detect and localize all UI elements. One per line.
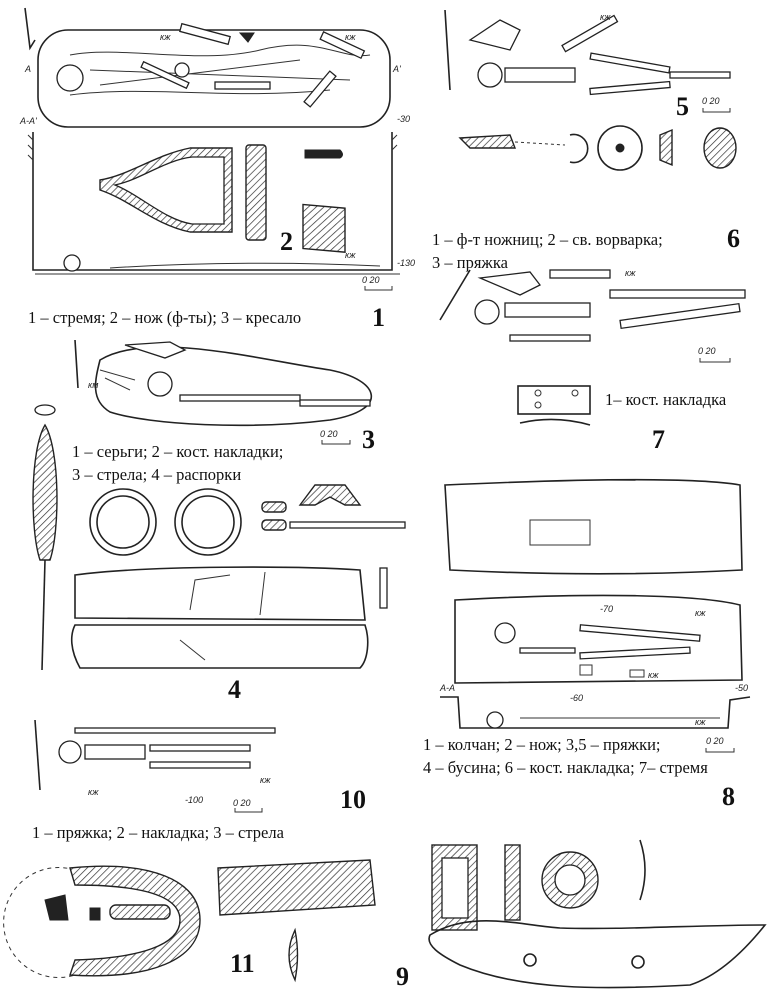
knife-blade <box>304 149 343 159</box>
plate-number-4: 4 <box>228 675 241 704</box>
scale-label: 0 20 <box>706 736 724 746</box>
plate-number-8: 8 <box>722 782 735 811</box>
plate-10-caption: 1 – пряжка; 2 – накладка; 3 – стрела <box>32 823 285 842</box>
plate-6-caption-line-2: 3 – пряжка <box>432 253 509 272</box>
label-kzh: кж <box>695 717 706 727</box>
plate-11-finds: 11 <box>3 859 376 983</box>
depth-label: -30 <box>397 114 410 124</box>
plate-7-caption: 1– кост. накладка <box>605 390 727 409</box>
scale-label: 0 20 <box>698 346 716 356</box>
plate-9-finds: 9 <box>396 839 767 991</box>
earring <box>89 488 157 556</box>
depth-label: -50 <box>735 683 748 693</box>
label-km: км <box>88 380 98 390</box>
label-kzh: кж <box>345 32 356 42</box>
plate-number-10: 10 <box>340 785 366 814</box>
scale-label: 0 20 <box>233 798 251 808</box>
flint-striker <box>302 203 346 253</box>
skull <box>56 64 84 92</box>
plate-number-6: 6 <box>727 224 740 253</box>
bone-plate <box>217 859 376 916</box>
plate-8-caption-line-2: 4 – бусина; 6 – кост. накладка; 7– стрем… <box>423 758 708 777</box>
buckle <box>703 127 737 169</box>
earring <box>174 488 242 556</box>
plate-1-grave: кж кж А А' А-А' -30 -130 кж 2 0 20 1 – с… <box>19 7 415 332</box>
arrowhead-drawing <box>32 423 58 561</box>
section-profile <box>32 132 393 271</box>
section-label: А-А' <box>19 116 37 126</box>
depth-label: -130 <box>397 258 415 268</box>
plate-1-caption: 1 – стремя; 2 – нож (ф-ты); 3 – кресало <box>28 308 301 327</box>
quiver-fitting <box>69 865 201 977</box>
skull-section <box>63 254 81 272</box>
bone-overlay-plate <box>517 385 591 415</box>
section-label: А-А <box>439 683 455 693</box>
plate-3-burial: км 0 20 3 1 – серьги; 2 – кост. накладки… <box>72 339 375 484</box>
label-kzh: кж <box>695 608 706 618</box>
plate-5-burial: кж 0 20 5 <box>444 9 731 121</box>
plate-6-caption-line-1: 1 – ф-т ножниц; 2 – св. ворварка; <box>432 230 663 249</box>
plate-number-5: 5 <box>676 92 689 121</box>
scale-label: 0 20 <box>702 96 720 106</box>
spindle-whorl <box>597 125 643 171</box>
label-kzh: кж <box>160 32 171 42</box>
scale-label: 0 20 <box>362 275 380 285</box>
label-kzh: кж <box>345 250 356 260</box>
label-kzh: кж <box>625 268 636 278</box>
plate-7-burial: кж 0 20 1– кост. накладка 7 <box>439 268 746 454</box>
grave-pit-plan <box>37 29 391 128</box>
label-kzh: кж <box>648 670 659 680</box>
label-a-prime: А' <box>392 64 401 74</box>
plate-number-2: 2 <box>280 227 293 256</box>
label-kzh: кж <box>260 775 271 785</box>
bone-plank <box>70 624 369 669</box>
plate-10-burial: кж кж -100 0 20 10 1 – пряжка; 2 – накла… <box>32 719 366 842</box>
scale-bar <box>364 286 393 291</box>
plate-8-grave: -70 кж кж А-А -60 -50 кж 1 – колчан; 2 –… <box>423 478 751 811</box>
label-kzh: кж <box>600 12 611 22</box>
plate-8-caption-line-1: 1 – колчан; 2 – нож; 3,5 – пряжки; <box>423 735 661 754</box>
depth-label: -100 <box>185 795 203 805</box>
plate-number-11: 11 <box>230 949 255 978</box>
plate-3-caption-line-1: 1 – серьги; 2 – кост. накладки; <box>72 442 283 461</box>
bone-spreader <box>428 920 767 989</box>
bone-plank <box>74 566 366 621</box>
plate-number-1: 1 <box>372 303 385 332</box>
depth-label: -60 <box>570 693 583 703</box>
plate-4-finds: 4 <box>32 404 406 704</box>
depth-label: -70 <box>600 604 613 614</box>
plate-number-7: 7 <box>652 425 665 454</box>
plate-3-caption-line-2: 3 – стрела; 4 – распорки <box>72 465 241 484</box>
plate-number-3: 3 <box>362 425 375 454</box>
plate-6-finds: 6 1 – ф-т ножниц; 2 – св. ворварка; 3 – … <box>432 125 740 272</box>
knife-fragment <box>245 144 267 241</box>
label-kzh: кж <box>88 787 99 797</box>
scale-label: 0 20 <box>320 429 338 439</box>
plate-number-9: 9 <box>396 962 409 991</box>
label-a: А <box>24 64 31 74</box>
scissors-fragment <box>458 134 517 149</box>
north-arrow <box>24 7 36 51</box>
